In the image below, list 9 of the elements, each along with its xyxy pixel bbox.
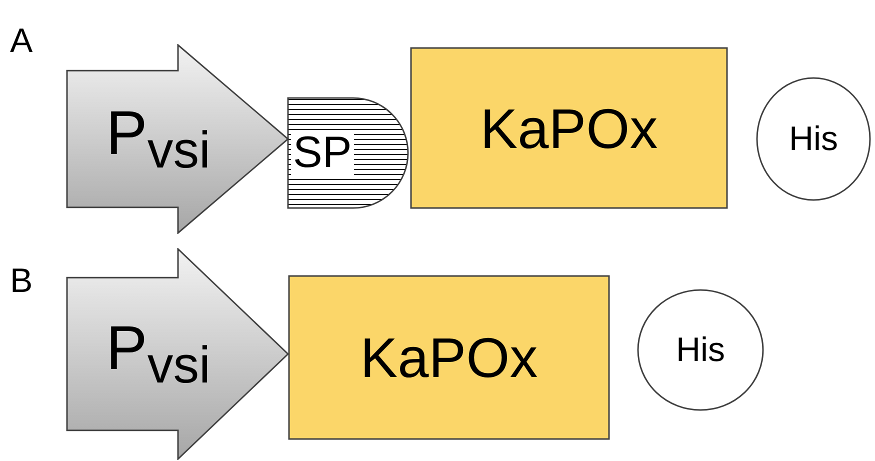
tag-label: His xyxy=(676,330,726,370)
gene-label: KaPOx xyxy=(360,325,538,390)
panel-letter: B xyxy=(10,262,33,301)
gene-label: KaPOx xyxy=(480,96,658,160)
promoter-label: P$_{vsi}$ xyxy=(106,313,210,395)
promoter-label: P$_{vsi}$ xyxy=(106,98,210,180)
panel-letter: A xyxy=(10,22,33,61)
tag-label: His xyxy=(788,120,838,158)
signal-peptide-label: SP xyxy=(291,131,354,175)
